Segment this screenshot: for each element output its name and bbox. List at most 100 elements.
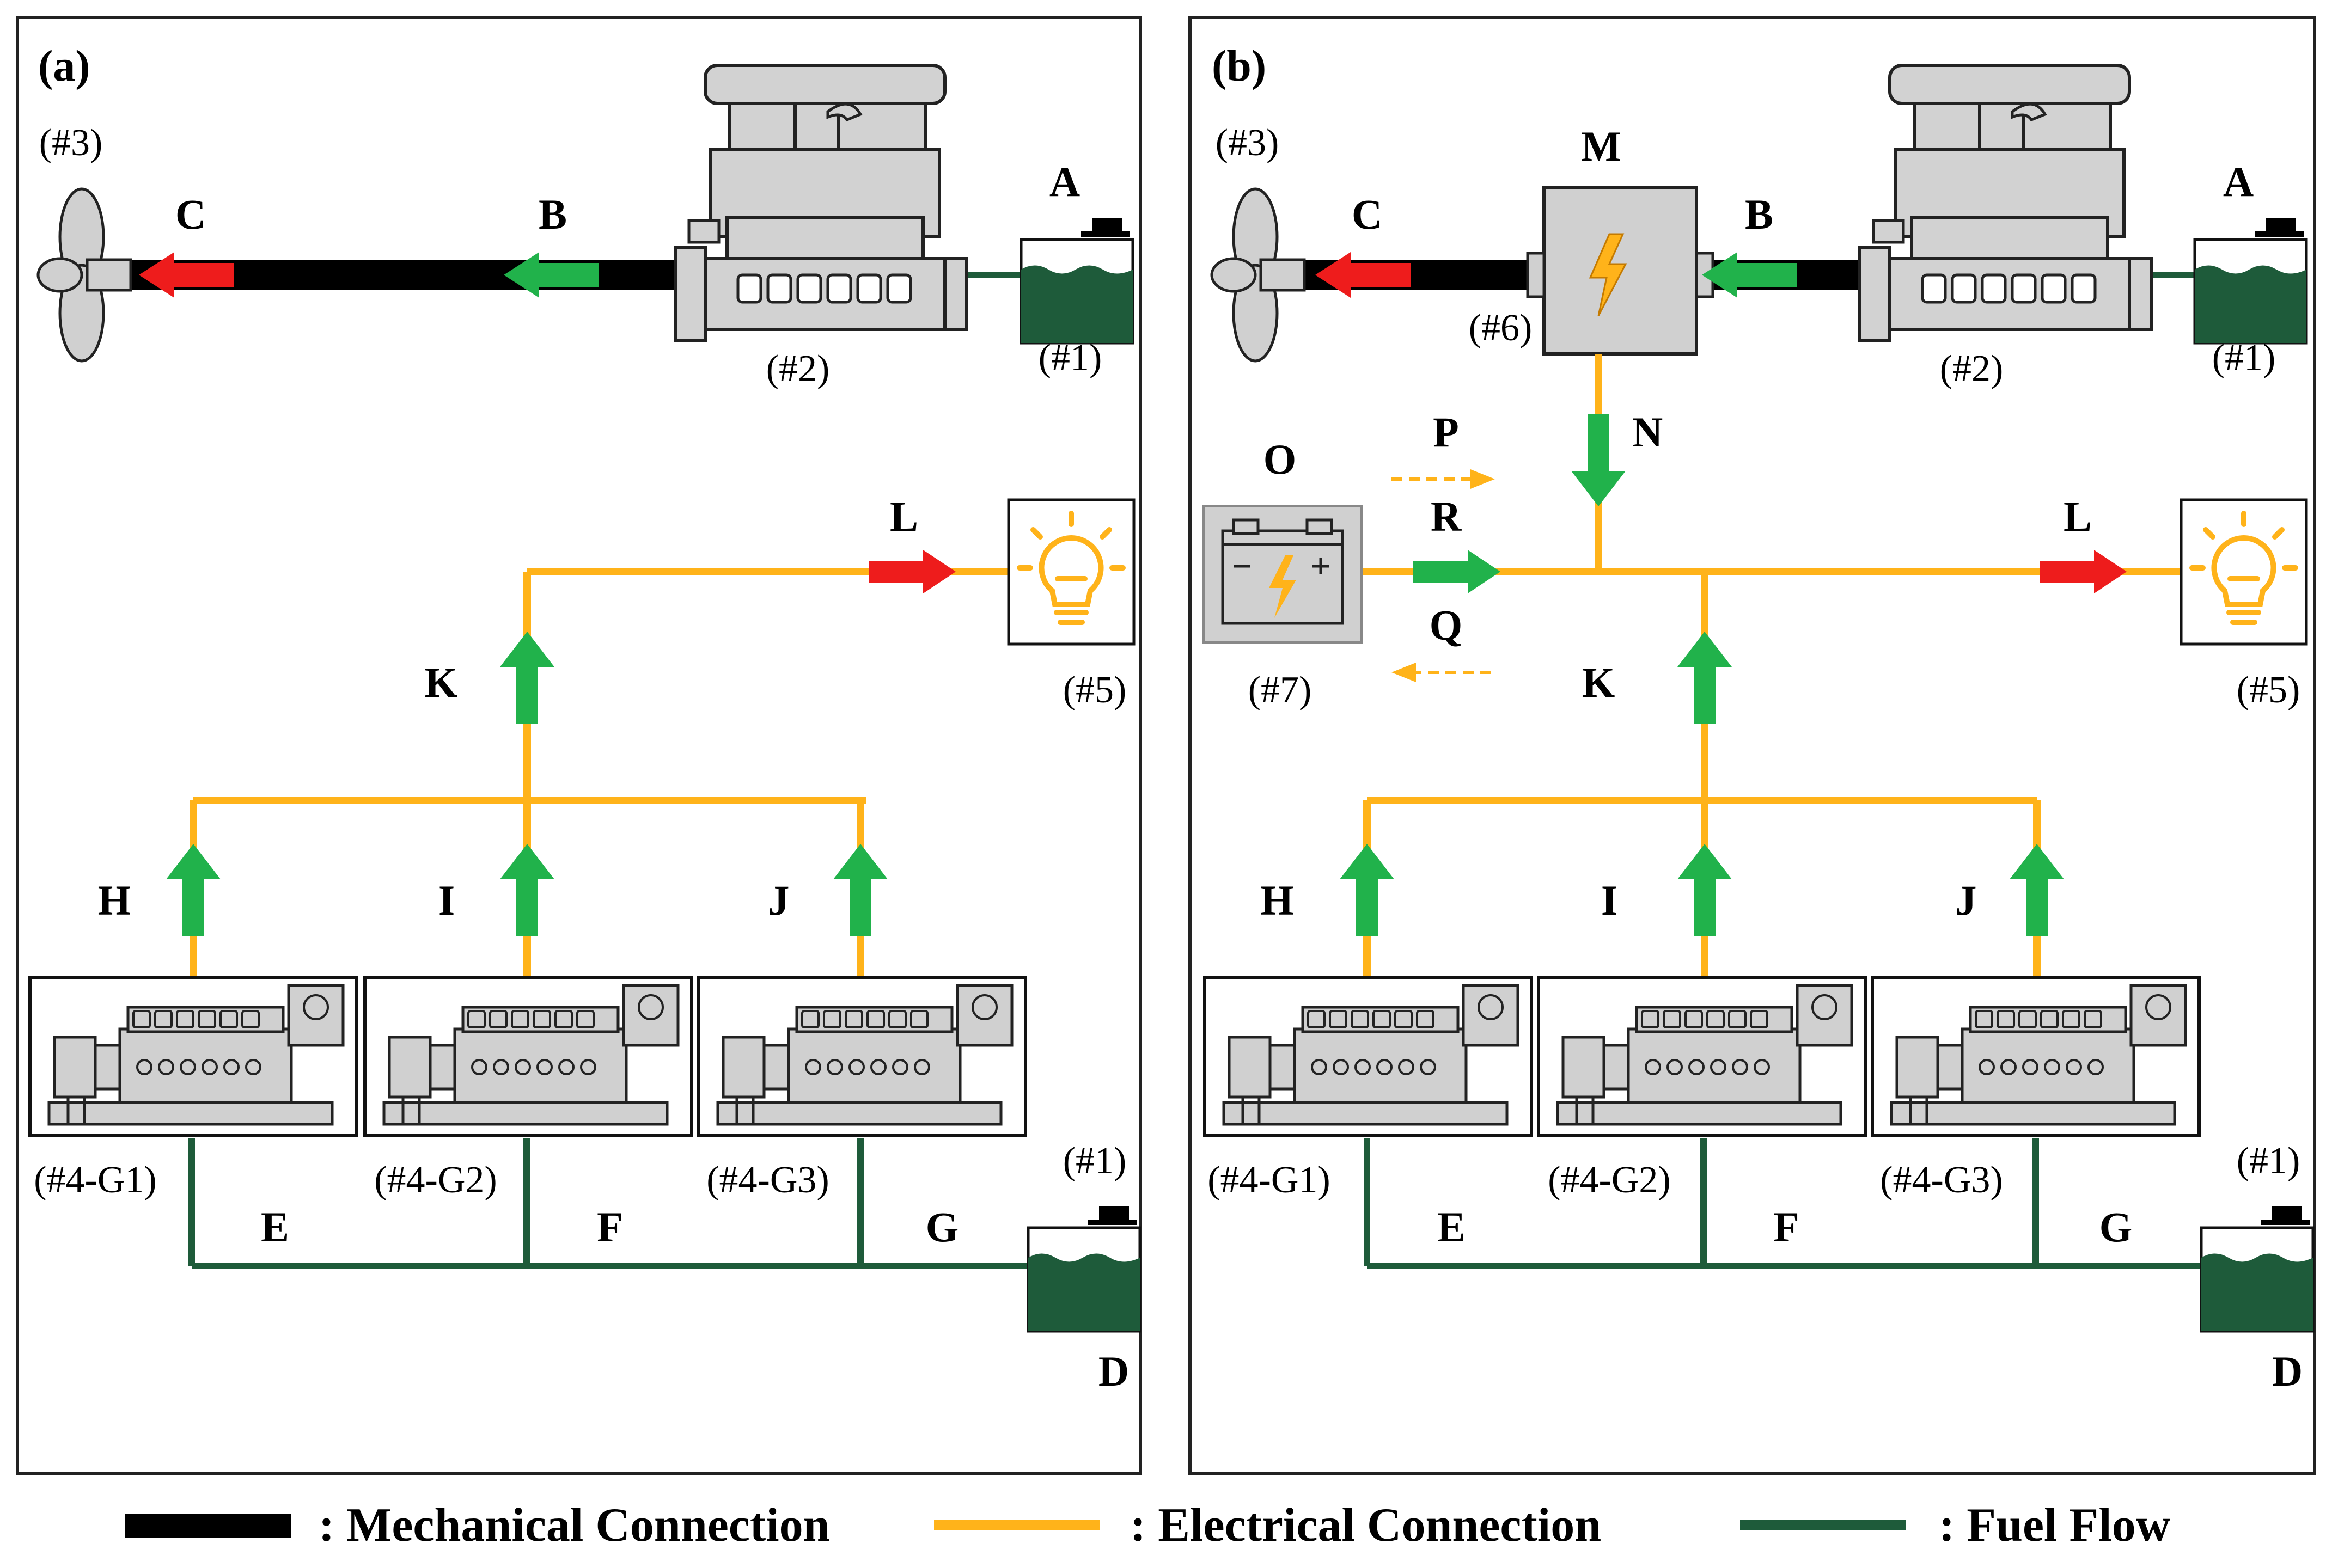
legend-electrical-label: : Electrical Connection	[1130, 1499, 1601, 1552]
electrical-bus	[190, 568, 1013, 980]
genset-g3-icon	[1872, 977, 2199, 1135]
flow-arrow-h	[1340, 844, 1394, 936]
flow-label-a: A	[2223, 158, 2254, 205]
legend-mechanical-label: : Mechanical Connection	[319, 1499, 830, 1552]
flow-arrow-i	[500, 844, 554, 936]
label-engine: (#2)	[766, 348, 830, 390]
flow-label-i: I	[1601, 877, 1617, 924]
flow-label-k: K	[1582, 659, 1615, 706]
panel-a-frame	[16, 16, 1142, 1475]
flow-label-h: H	[1261, 877, 1294, 924]
panel-a: (a) C B A (#3) (#2) (#1) (#5) L	[30, 41, 1140, 1395]
flow-arrow-p-head	[1470, 469, 1495, 489]
label-shaft-machine: (#6)	[1469, 307, 1533, 349]
flow-label-k: K	[425, 659, 458, 706]
flow-label-h: H	[98, 877, 131, 924]
propeller-icon	[1212, 189, 1304, 361]
flow-label-j: J	[1956, 877, 1977, 924]
load-bulb-icon	[1009, 500, 1134, 644]
flow-arrow-c	[139, 252, 234, 298]
flow-label-d: D	[1098, 1347, 1129, 1395]
flow-arrow-c	[1315, 252, 1411, 298]
electrical-bus	[1356, 354, 2184, 980]
load-bulb-icon	[2181, 500, 2306, 644]
flow-arrow-l	[2040, 550, 2127, 593]
flow-arrow-l	[869, 550, 956, 593]
flow-label-p: P	[1433, 408, 1459, 456]
battery-icon	[1204, 506, 1362, 642]
flow-arrow-b	[504, 252, 599, 298]
label-fuel-tank-aux: (#1)	[2237, 1140, 2300, 1182]
genset-g3-icon	[699, 977, 1025, 1135]
fuel-tank-aux-icon	[2201, 1206, 2313, 1331]
flow-label-e: E	[261, 1203, 289, 1251]
genset-g1-icon	[30, 977, 357, 1135]
flow-arrow-k	[1677, 632, 1732, 724]
flow-label-e: E	[1437, 1203, 1466, 1251]
flow-arrow-i	[1677, 844, 1732, 936]
flow-arrow-h	[166, 844, 221, 936]
flow-arrow-j	[833, 844, 888, 936]
legend: : Mechanical Connection : Electrical Con…	[125, 1499, 2171, 1552]
flow-label-l: L	[890, 493, 918, 540]
genset-g2-icon	[365, 977, 692, 1135]
fuel-tank-icon	[1021, 218, 1133, 343]
flow-label-b: B	[539, 191, 567, 238]
flow-label-i: I	[438, 877, 455, 924]
flow-label-d: D	[2272, 1347, 2303, 1395]
label-fuel-tank-aux: (#1)	[1063, 1140, 1127, 1182]
label-gen1: (#4-G1)	[34, 1159, 156, 1201]
flow-arrow-r	[1413, 550, 1500, 593]
shaft-machine-collar-left	[1526, 252, 1546, 298]
fuel-tank-icon	[2195, 218, 2306, 343]
fuel-distribution	[188, 1138, 1029, 1269]
label-gen3: (#4-G3)	[1880, 1159, 2003, 1201]
fuel-tank-aux-icon	[1028, 1206, 1140, 1331]
flow-label-g: G	[2099, 1203, 2133, 1251]
label-propeller: (#3)	[39, 122, 103, 164]
panel-a-tag: (a)	[38, 41, 90, 90]
label-battery: (#7)	[1248, 669, 1312, 711]
flow-label-l: L	[2064, 493, 2092, 540]
flow-label-r: R	[1431, 493, 1462, 540]
flow-label-n: N	[1632, 408, 1663, 456]
panel-b: (b) C B A M (#3) (#6) (#2) (#1)	[1204, 41, 2313, 1395]
flow-label-q: Q	[1430, 602, 1463, 649]
panel-b-frame	[1188, 16, 2316, 1475]
label-propeller: (#3)	[1216, 122, 1279, 164]
label-gen2: (#4-G2)	[374, 1159, 497, 1201]
flow-arrow-q-head	[1391, 663, 1416, 682]
flow-arrow-b	[1702, 252, 1797, 298]
legend-fuel-label: : Fuel Flow	[1939, 1499, 2171, 1552]
label-fuel-tank-main: (#1)	[1039, 337, 1102, 379]
flow-label-a: A	[1049, 158, 1080, 205]
flow-label-g: G	[926, 1203, 959, 1251]
legend-fuel-swatch	[1740, 1520, 1906, 1530]
lightning-icon	[1589, 233, 1627, 316]
genset-g2-icon	[1539, 977, 1865, 1135]
label-engine: (#2)	[1940, 348, 2004, 390]
flow-arrow-k	[500, 632, 554, 724]
flow-label-c: C	[1352, 191, 1382, 238]
flow-label-o: O	[1263, 436, 1297, 483]
main-engine-icon	[1860, 65, 2151, 340]
flow-arrow-j	[2010, 844, 2064, 936]
flow-label-b: B	[1745, 191, 1773, 238]
label-load: (#5)	[1063, 669, 1127, 711]
fuel-distribution	[1364, 1138, 2203, 1269]
propeller-icon	[38, 189, 131, 361]
genset-g1-icon	[1205, 977, 1531, 1135]
label-gen3: (#4-G3)	[706, 1159, 829, 1201]
flow-label-f: F	[597, 1203, 623, 1251]
main-engine-icon	[675, 65, 967, 340]
panel-b-tag: (b)	[1212, 41, 1266, 90]
flow-label-m: M	[1581, 122, 1621, 170]
legend-mechanical-swatch	[125, 1514, 291, 1538]
label-gen2: (#4-G2)	[1548, 1159, 1670, 1201]
flow-label-c: C	[175, 191, 206, 238]
label-fuel-tank-main: (#1)	[2212, 337, 2276, 379]
flow-label-j: J	[768, 877, 790, 924]
legend-electrical-swatch	[934, 1520, 1100, 1530]
